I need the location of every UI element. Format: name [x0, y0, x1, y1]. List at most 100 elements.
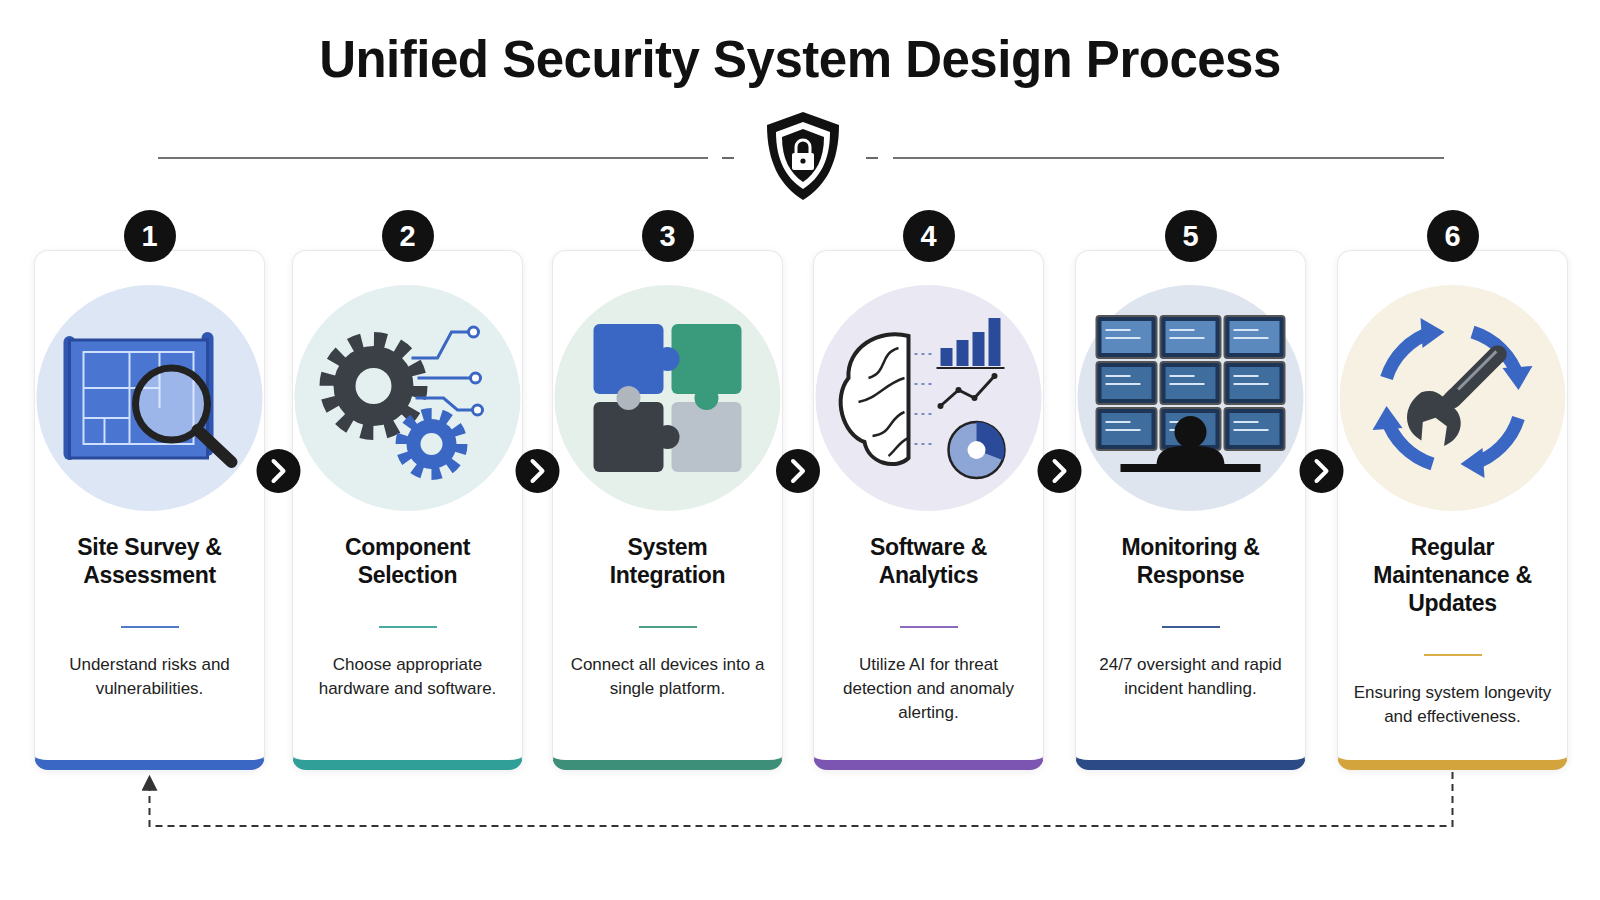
maintenance-icon — [1373, 406, 1403, 430]
shield-icon — [767, 112, 839, 200]
monitoring-icon — [1170, 375, 1195, 377]
shield-icon — [792, 153, 814, 170]
divider — [121, 626, 179, 628]
icon-backdrop — [37, 285, 1566, 511]
header-rule — [158, 157, 708, 159]
monitoring-icon — [1102, 413, 1152, 445]
chevron-arrow — [793, 461, 803, 481]
maintenance-icon — [1387, 332, 1519, 464]
monitoring-icon — [1102, 367, 1152, 399]
analytics-icon — [973, 332, 985, 366]
analytics-icon — [915, 354, 935, 444]
step-description: Ensuring system longevity and effectiven… — [1353, 681, 1553, 729]
monitoring-icon — [1225, 362, 1285, 404]
step-description: Utilize AI for threat detection and anom… — [829, 653, 1029, 725]
step-number: 4 — [903, 210, 955, 262]
analytics-icon — [968, 441, 986, 459]
analytics-icon — [873, 412, 905, 436]
analytics-icon — [938, 403, 944, 409]
blueprint-icon — [104, 418, 106, 444]
header-rule — [722, 157, 734, 159]
icon-backdrop — [1078, 285, 1304, 511]
divider — [379, 626, 437, 628]
connector-group — [776, 449, 820, 493]
icon-backdrop — [37, 285, 263, 511]
blueprint-icon — [129, 352, 131, 444]
icon-backdrop — [816, 285, 1042, 511]
step-heading: Component Selection — [307, 533, 508, 589]
divider — [900, 626, 958, 628]
analytics-icon — [889, 438, 909, 456]
puzzle-icon — [594, 324, 742, 472]
puzzle-icon — [656, 347, 680, 371]
step-heading: Software & Analytics — [828, 533, 1029, 589]
monitoring-icon — [1161, 316, 1221, 358]
puzzle-icon — [617, 386, 641, 410]
chevron-arrow — [533, 461, 543, 481]
monitoring-icon — [1170, 383, 1205, 385]
step-description: Choose appropriate hardware and software… — [308, 653, 508, 701]
monitoring-icon — [1225, 408, 1285, 450]
chevron-arrow — [1317, 461, 1327, 481]
analytics-icon — [859, 378, 905, 402]
connector-group — [1300, 449, 1344, 493]
blueprint-icon — [198, 430, 232, 462]
analytics-icon — [915, 443, 935, 445]
analytics-icon — [869, 348, 899, 378]
analytics-icon — [941, 376, 995, 406]
gears-icon — [418, 377, 472, 380]
monitoring-icon — [1230, 321, 1280, 353]
gears-icon — [469, 327, 479, 337]
monitoring-icon — [1097, 362, 1157, 404]
analytics-icon — [956, 387, 962, 393]
monitoring-icon — [1234, 329, 1259, 331]
blueprint-icon — [70, 340, 208, 458]
icon-backdrop — [295, 285, 521, 511]
gears-icon — [328, 340, 420, 432]
gears-icon — [407, 419, 457, 469]
maintenance-icon — [1373, 318, 1533, 478]
monitoring-icon — [1106, 421, 1131, 423]
divider — [1424, 654, 1482, 656]
analytics-icon — [972, 395, 978, 401]
icon-backdrop — [1340, 285, 1566, 511]
monitoring-icon — [1175, 416, 1207, 448]
shield-icon — [800, 158, 805, 163]
step-description: Connect all devices into a single platfo… — [568, 653, 768, 701]
monitoring-icon — [1106, 383, 1141, 385]
maintenance-icon — [1461, 448, 1485, 478]
analytics-icon — [938, 373, 998, 409]
connector-group — [516, 449, 560, 493]
monitoring-icon — [1161, 408, 1221, 450]
gears-icon — [421, 433, 443, 455]
gears-icon — [402, 414, 462, 474]
chevron-badge — [257, 449, 301, 493]
chevron-badge — [1038, 449, 1082, 493]
monitoring-icon — [1161, 362, 1221, 404]
maintenance-icon — [1373, 318, 1533, 478]
header-rule — [866, 157, 878, 159]
step-number: 1 — [124, 210, 176, 262]
step-heading: Monitoring & Response — [1090, 533, 1291, 589]
step-number: 5 — [1165, 210, 1217, 262]
shield-icon — [767, 112, 839, 200]
analytics-icon — [915, 383, 935, 385]
chevron-badge — [1300, 449, 1344, 493]
gears-icon — [416, 398, 474, 410]
gears-icon — [473, 405, 483, 415]
analytics-icon — [859, 348, 909, 456]
gears-icon — [471, 373, 481, 383]
connector-group — [257, 449, 301, 493]
header-rule — [893, 157, 1444, 159]
chevron-badge — [776, 449, 820, 493]
connector-group — [1038, 449, 1082, 493]
maintenance-icon — [1396, 376, 1477, 457]
monitoring-icon — [1230, 413, 1280, 445]
blueprint-icon — [84, 417, 130, 419]
puzzle-icon — [594, 402, 664, 472]
monitoring-icon — [1097, 408, 1157, 450]
monitoring-icon — [1106, 429, 1141, 431]
step-heading: Regular Maintenance & Updates — [1352, 533, 1553, 617]
monitoring-icon — [1166, 321, 1216, 353]
